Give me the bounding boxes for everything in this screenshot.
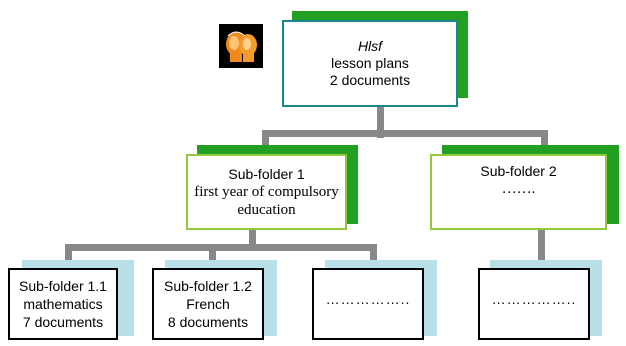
leaf2-title: Sub-folder 1.2 [164,278,252,294]
connector-leaves-horizontal [65,244,377,251]
placeholder-leaf-3-box[interactable]: …………….. [312,268,424,340]
connector-sub2-down [538,228,545,268]
sub1-line2: education [237,202,296,218]
leaf1-title: Sub-folder 1.1 [19,278,107,294]
placeholder-leaf-4-box[interactable]: …………….. [478,268,590,340]
sub2-dots: ……. [501,181,536,197]
root-folder-box[interactable]: Hlsf lesson plans 2 documents [282,20,458,107]
root-doc-count: 2 documents [329,72,411,88]
sub-folder-2-box[interactable]: Sub-folder 2 ……. [430,154,607,230]
connector-to-leaf2 [209,244,216,268]
sub-folder-1-2-box[interactable]: Sub-folder 1.2 French 8 documents [152,268,264,340]
two-heads-icon [219,24,263,68]
connector-sub1-down [249,228,256,250]
connector-root-down [377,102,384,138]
root-title: Hlsf [357,38,383,54]
leaf1-subject: mathematics [23,296,103,312]
sub-folder-1-1-box[interactable]: Sub-folder 1.1 mathematics 7 documents [8,268,118,340]
sub-folder-1-box[interactable]: Sub-folder 1 first year of compulsory ed… [186,154,347,230]
root-subtitle: lesson plans [331,55,409,71]
connector-to-sub1 [262,130,269,155]
connector-to-sub2 [541,130,548,155]
connector-to-leaf1 [65,244,72,268]
leaf3-dots: …………….. [325,291,411,307]
leaf2-doc-count: 8 documents [167,314,249,330]
sub2-title: Sub-folder 2 [480,163,557,179]
sub1-line1: first year of compulsory [194,184,339,200]
sub1-title: Sub-folder 1 [228,166,305,182]
connector-root-horizontal [262,130,548,137]
connector-to-leaf3 [370,244,377,268]
leaf2-subject: French [186,296,230,312]
leaf4-dots: …………….. [491,291,577,307]
leaf1-doc-count: 7 documents [22,314,104,330]
